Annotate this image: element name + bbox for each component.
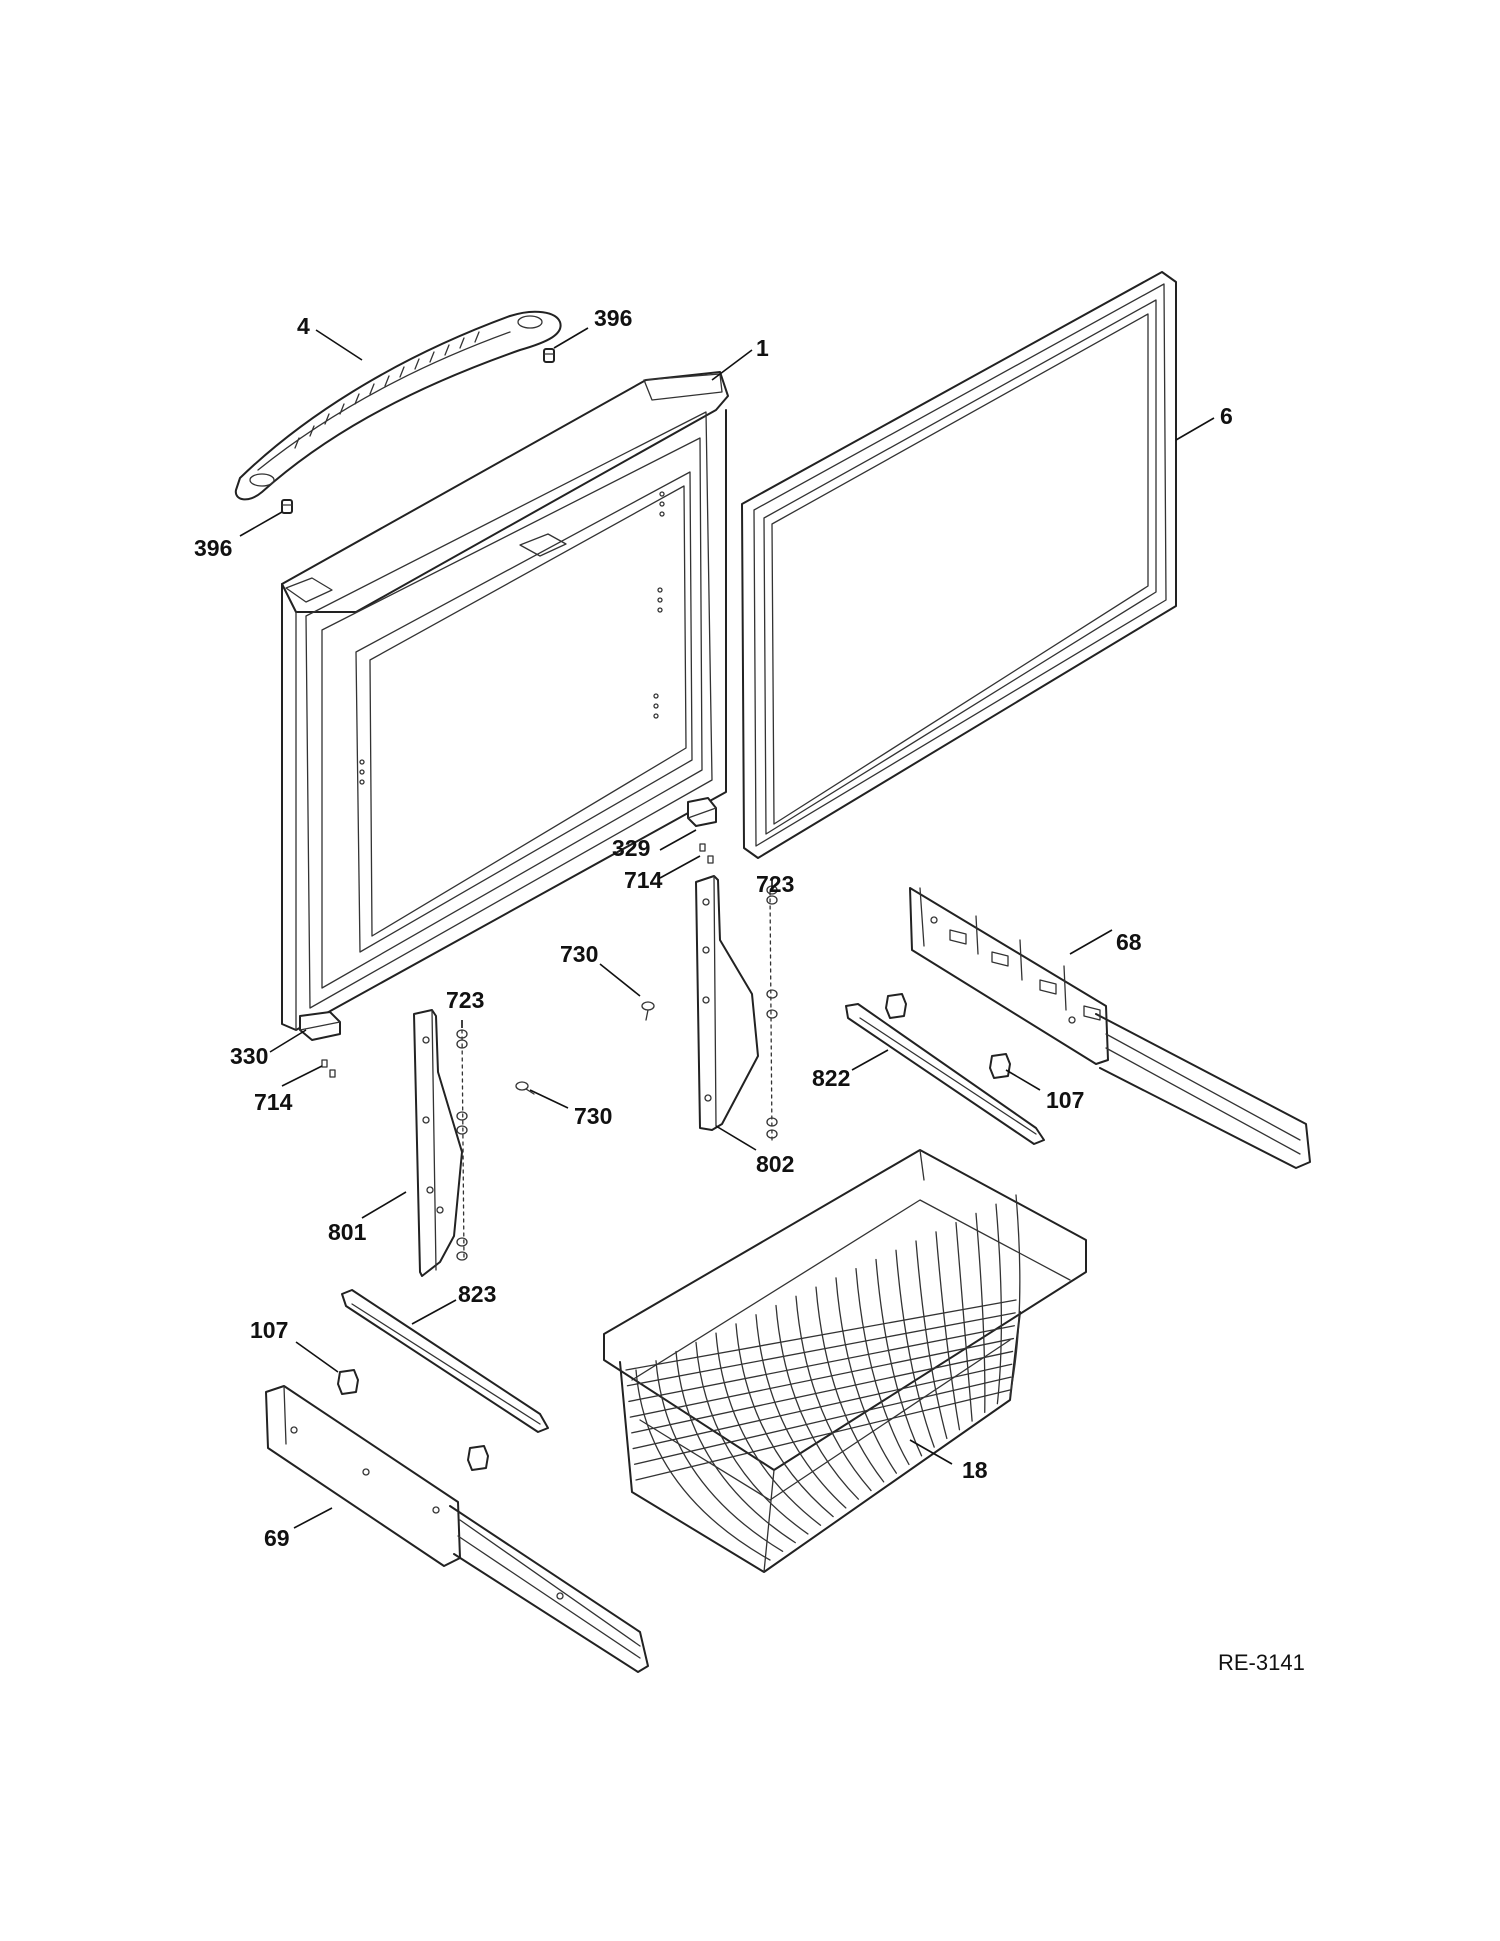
door-handle-part <box>234 310 562 501</box>
door-gasket-part <box>741 271 1177 859</box>
callout-714-upper: 714 <box>624 867 663 893</box>
callout-107-lower: 107 <box>250 1317 288 1343</box>
screw-730-upper <box>641 1001 655 1021</box>
clip-107-upper-b <box>989 1053 1011 1079</box>
callout-4: 4 <box>297 313 310 339</box>
callout-330: 330 <box>230 1043 268 1069</box>
screw-730-lower <box>515 1081 535 1095</box>
callout-396-lower: 396 <box>194 535 232 561</box>
door-stop-330 <box>299 1011 341 1041</box>
left-bracket-801 <box>413 1009 463 1277</box>
callout-6: 6 <box>1220 403 1233 429</box>
leader-lines <box>239 327 1215 1529</box>
callout-329: 329 <box>612 835 650 861</box>
screws-723-left <box>456 1029 468 1261</box>
callout-18: 18 <box>962 1457 988 1483</box>
clip-107-upper-a <box>885 993 907 1019</box>
callout-1: 1 <box>756 335 769 361</box>
screw-714-lower <box>321 1059 336 1078</box>
callout-730-lower: 730 <box>574 1103 612 1129</box>
callout-823: 823 <box>458 1281 496 1307</box>
callout-107-upper: 107 <box>1046 1087 1084 1113</box>
callout-labels: 4 396 1 6 396 329 714 723 68 730 723 330… <box>194 305 1305 1675</box>
callout-723-left: 723 <box>446 987 484 1013</box>
screw-714-upper <box>699 843 714 864</box>
right-slide-68 <box>909 887 1311 1169</box>
callout-714-lower: 714 <box>254 1089 293 1115</box>
callout-69: 69 <box>264 1525 290 1551</box>
callout-801: 801 <box>328 1219 367 1245</box>
callout-68: 68 <box>1116 929 1142 955</box>
left-slide-69 <box>265 1385 649 1673</box>
callout-723-right: 723 <box>756 871 794 897</box>
clip-107-lower-b <box>467 1445 489 1471</box>
freezer-door-part <box>281 371 729 1031</box>
screws-723-right <box>766 885 778 1141</box>
clip-107-lower-a <box>337 1369 359 1395</box>
right-bracket-802 <box>695 875 759 1131</box>
callout-822: 822 <box>812 1065 850 1091</box>
handle-screw-lower <box>281 499 293 514</box>
left-rail-823 <box>341 1289 549 1433</box>
reference-code: RE-3141 <box>1218 1650 1305 1675</box>
handle-screw-upper <box>543 348 555 363</box>
callout-802: 802 <box>756 1151 794 1177</box>
wire-basket-18 <box>603 1149 1087 1573</box>
callout-730-upper: 730 <box>560 941 598 967</box>
door-stop-329 <box>687 797 717 827</box>
callout-396-upper: 396 <box>594 305 632 331</box>
right-rail-822 <box>845 1003 1045 1145</box>
